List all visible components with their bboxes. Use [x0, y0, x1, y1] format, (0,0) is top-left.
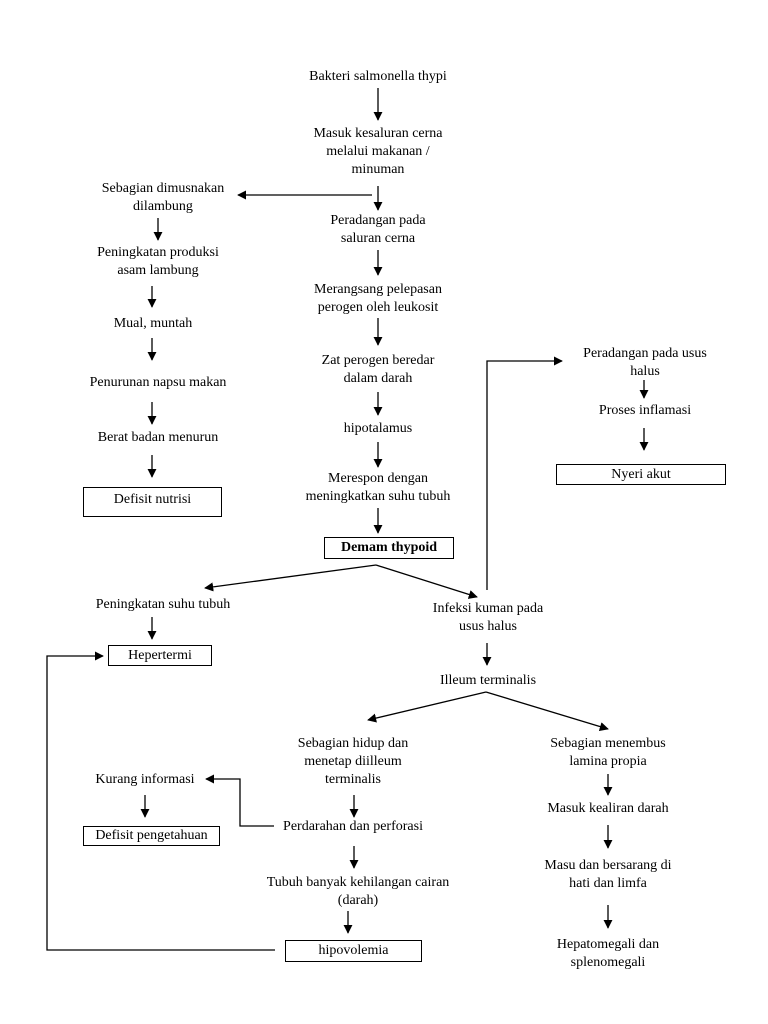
- node-usus-radang-line1: Peradangan pada usus: [583, 346, 707, 361]
- node-merespon-line2: meningkatkan suhu tubuh: [305, 489, 451, 504]
- node-kealiran-text: Masuk kealiran darah: [547, 801, 669, 816]
- node-napsu-text: Penurunan napsu makan: [89, 375, 227, 390]
- node-merespon: Merespon dengan meningkatkan suhu tubuh: [258, 470, 498, 506]
- node-produksi: Peningkatan produksi asam lambung: [73, 244, 243, 280]
- box-demam-thypoid: Demam thypoid: [324, 537, 454, 559]
- node-dimusnakan: Sebagian dimusnakan dilambung: [78, 180, 248, 216]
- node-bakteri: Bakteri salmonella thypi: [278, 68, 478, 86]
- node-illeum-text: Illeum terminalis: [439, 673, 537, 688]
- node-bersarang-line2: hati dan limfa: [569, 876, 647, 891]
- node-bersarang: Masu dan bersarang di hati dan limfa: [518, 857, 698, 893]
- box-hipovolemia-text: hipovolemia: [318, 943, 389, 958]
- arrow-perdarahan-kurang: [205, 774, 274, 827]
- arrow-infeksi-usus: [486, 356, 563, 590]
- node-masuk-line3: minuman: [351, 162, 405, 177]
- node-illeum: Illeum terminalis: [408, 672, 568, 690]
- node-hidup: Sebagian hidup dan menetap diilleum term…: [268, 735, 438, 789]
- node-hidup-line2: menetap diilleum: [304, 754, 402, 769]
- node-merangsang-line2: perogen oleh leukosit: [317, 300, 439, 315]
- node-merangsang: Merangsang pelepasan perogen oleh leukos…: [268, 281, 488, 317]
- node-masuk: Masuk kesaluran cerna melalui makanan / …: [278, 125, 478, 179]
- node-berat: Berat badan menurun: [73, 429, 243, 447]
- node-dimusnakan-line2: dilambung: [133, 199, 193, 214]
- node-zat-line2: dalam darah: [343, 371, 413, 386]
- node-perdarahan-text: Perdarahan dan perforasi: [283, 819, 423, 834]
- node-hepatomegali: Hepatomegali dan splenomegali: [518, 936, 698, 972]
- node-menembus-line1: Sebagian menembus: [550, 736, 666, 751]
- node-napsu: Penurunan napsu makan: [68, 374, 248, 392]
- node-peradangan-cerna: Peradangan pada saluran cerna: [278, 212, 478, 248]
- node-hidup-line3: terminalis: [325, 772, 381, 787]
- box-defisit-nutrisi-text: Defisit nutrisi: [113, 492, 192, 507]
- box-defisit-pengetahuan-text: Defisit pengetahuan: [95, 828, 208, 843]
- arrow-illeum-menembus: [485, 691, 609, 731]
- node-tubuh: Tubuh banyak kehilangan cairan (darah): [253, 874, 463, 910]
- node-infeksi: Infeksi kuman pada usus halus: [398, 600, 578, 636]
- node-inflamasi: Proses inflamasi: [565, 402, 725, 420]
- node-zat: Zat perogen beredar dalam darah: [268, 352, 488, 388]
- arrow-illeum-hidup: [367, 691, 487, 723]
- node-berat-text: Berat badan menurun: [97, 430, 219, 445]
- node-peradangan-cerna-line1: Peradangan pada: [330, 213, 426, 228]
- node-usus-radang: Peradangan pada usus halus: [560, 345, 730, 381]
- arrow-demam-suhu: [204, 564, 377, 592]
- node-hipotalamus-text: hipotalamus: [343, 421, 413, 436]
- node-menembus: Sebagian menembus lamina propia: [518, 735, 698, 771]
- node-kealiran: Masuk kealiran darah: [518, 800, 698, 818]
- box-defisit-pengetahuan: Defisit pengetahuan: [83, 826, 220, 846]
- node-mual-text: Mual, muntah: [113, 316, 193, 331]
- node-suhu-text: Peningkatan suhu tubuh: [95, 597, 231, 612]
- node-hidup-line1: Sebagian hidup dan: [297, 736, 409, 751]
- box-defisit-nutrisi: Defisit nutrisi: [83, 487, 222, 517]
- node-hepatomegali-line2: splenomegali: [570, 955, 646, 970]
- node-infeksi-line1: Infeksi kuman pada: [432, 601, 544, 616]
- box-nyeri-akut: Nyeri akut: [556, 464, 726, 485]
- node-produksi-line2: asam lambung: [117, 263, 199, 278]
- node-zat-line1: Zat perogen beredar: [321, 353, 435, 368]
- node-kurang: Kurang informasi: [75, 771, 215, 789]
- node-hepatomegali-line1: Hepatomegali dan: [556, 937, 660, 952]
- box-hipertermi-text: Hepertermi: [128, 648, 192, 663]
- node-merangsang-line1: Merangsang pelepasan: [314, 282, 442, 297]
- box-demam-thypoid-text: Demam thypoid: [340, 540, 438, 555]
- node-mual: Mual, muntah: [73, 315, 233, 333]
- node-tubuh-line2: (darah): [337, 893, 379, 908]
- box-nyeri-akut-text: Nyeri akut: [611, 467, 671, 482]
- node-kurang-text: Kurang informasi: [95, 772, 195, 787]
- node-infeksi-line2: usus halus: [459, 619, 517, 634]
- node-dimusnakan-line1: Sebagian dimusnakan: [101, 181, 225, 196]
- node-bersarang-line1: Masu dan bersarang di: [544, 858, 672, 873]
- node-suhu: Peningkatan suhu tubuh: [73, 596, 253, 614]
- node-masuk-line2: melalui makanan /: [326, 144, 430, 159]
- arrow-hipovolemia-hipertermi: [46, 651, 275, 951]
- node-produksi-line1: Peningkatan produksi: [97, 245, 219, 260]
- arrow-demam-infeksi: [375, 564, 478, 599]
- node-bakteri-text: Bakteri salmonella thypi: [309, 69, 447, 84]
- node-menembus-line2: lamina propia: [569, 754, 647, 769]
- box-hipertermi: Hepertermi: [108, 645, 212, 666]
- node-perdarahan: Perdarahan dan perforasi: [268, 818, 438, 836]
- box-hipovolemia: hipovolemia: [285, 940, 422, 962]
- node-hipotalamus: hipotalamus: [278, 420, 478, 438]
- node-merespon-line1: Merespon dengan: [328, 471, 428, 486]
- node-inflamasi-text: Proses inflamasi: [598, 403, 692, 418]
- node-usus-radang-line2: halus: [630, 364, 660, 379]
- node-tubuh-line1: Tubuh banyak kehilangan cairan: [266, 875, 450, 890]
- node-peradangan-cerna-line2: saluran cerna: [340, 231, 416, 246]
- node-masuk-line1: Masuk kesaluran cerna: [313, 126, 443, 141]
